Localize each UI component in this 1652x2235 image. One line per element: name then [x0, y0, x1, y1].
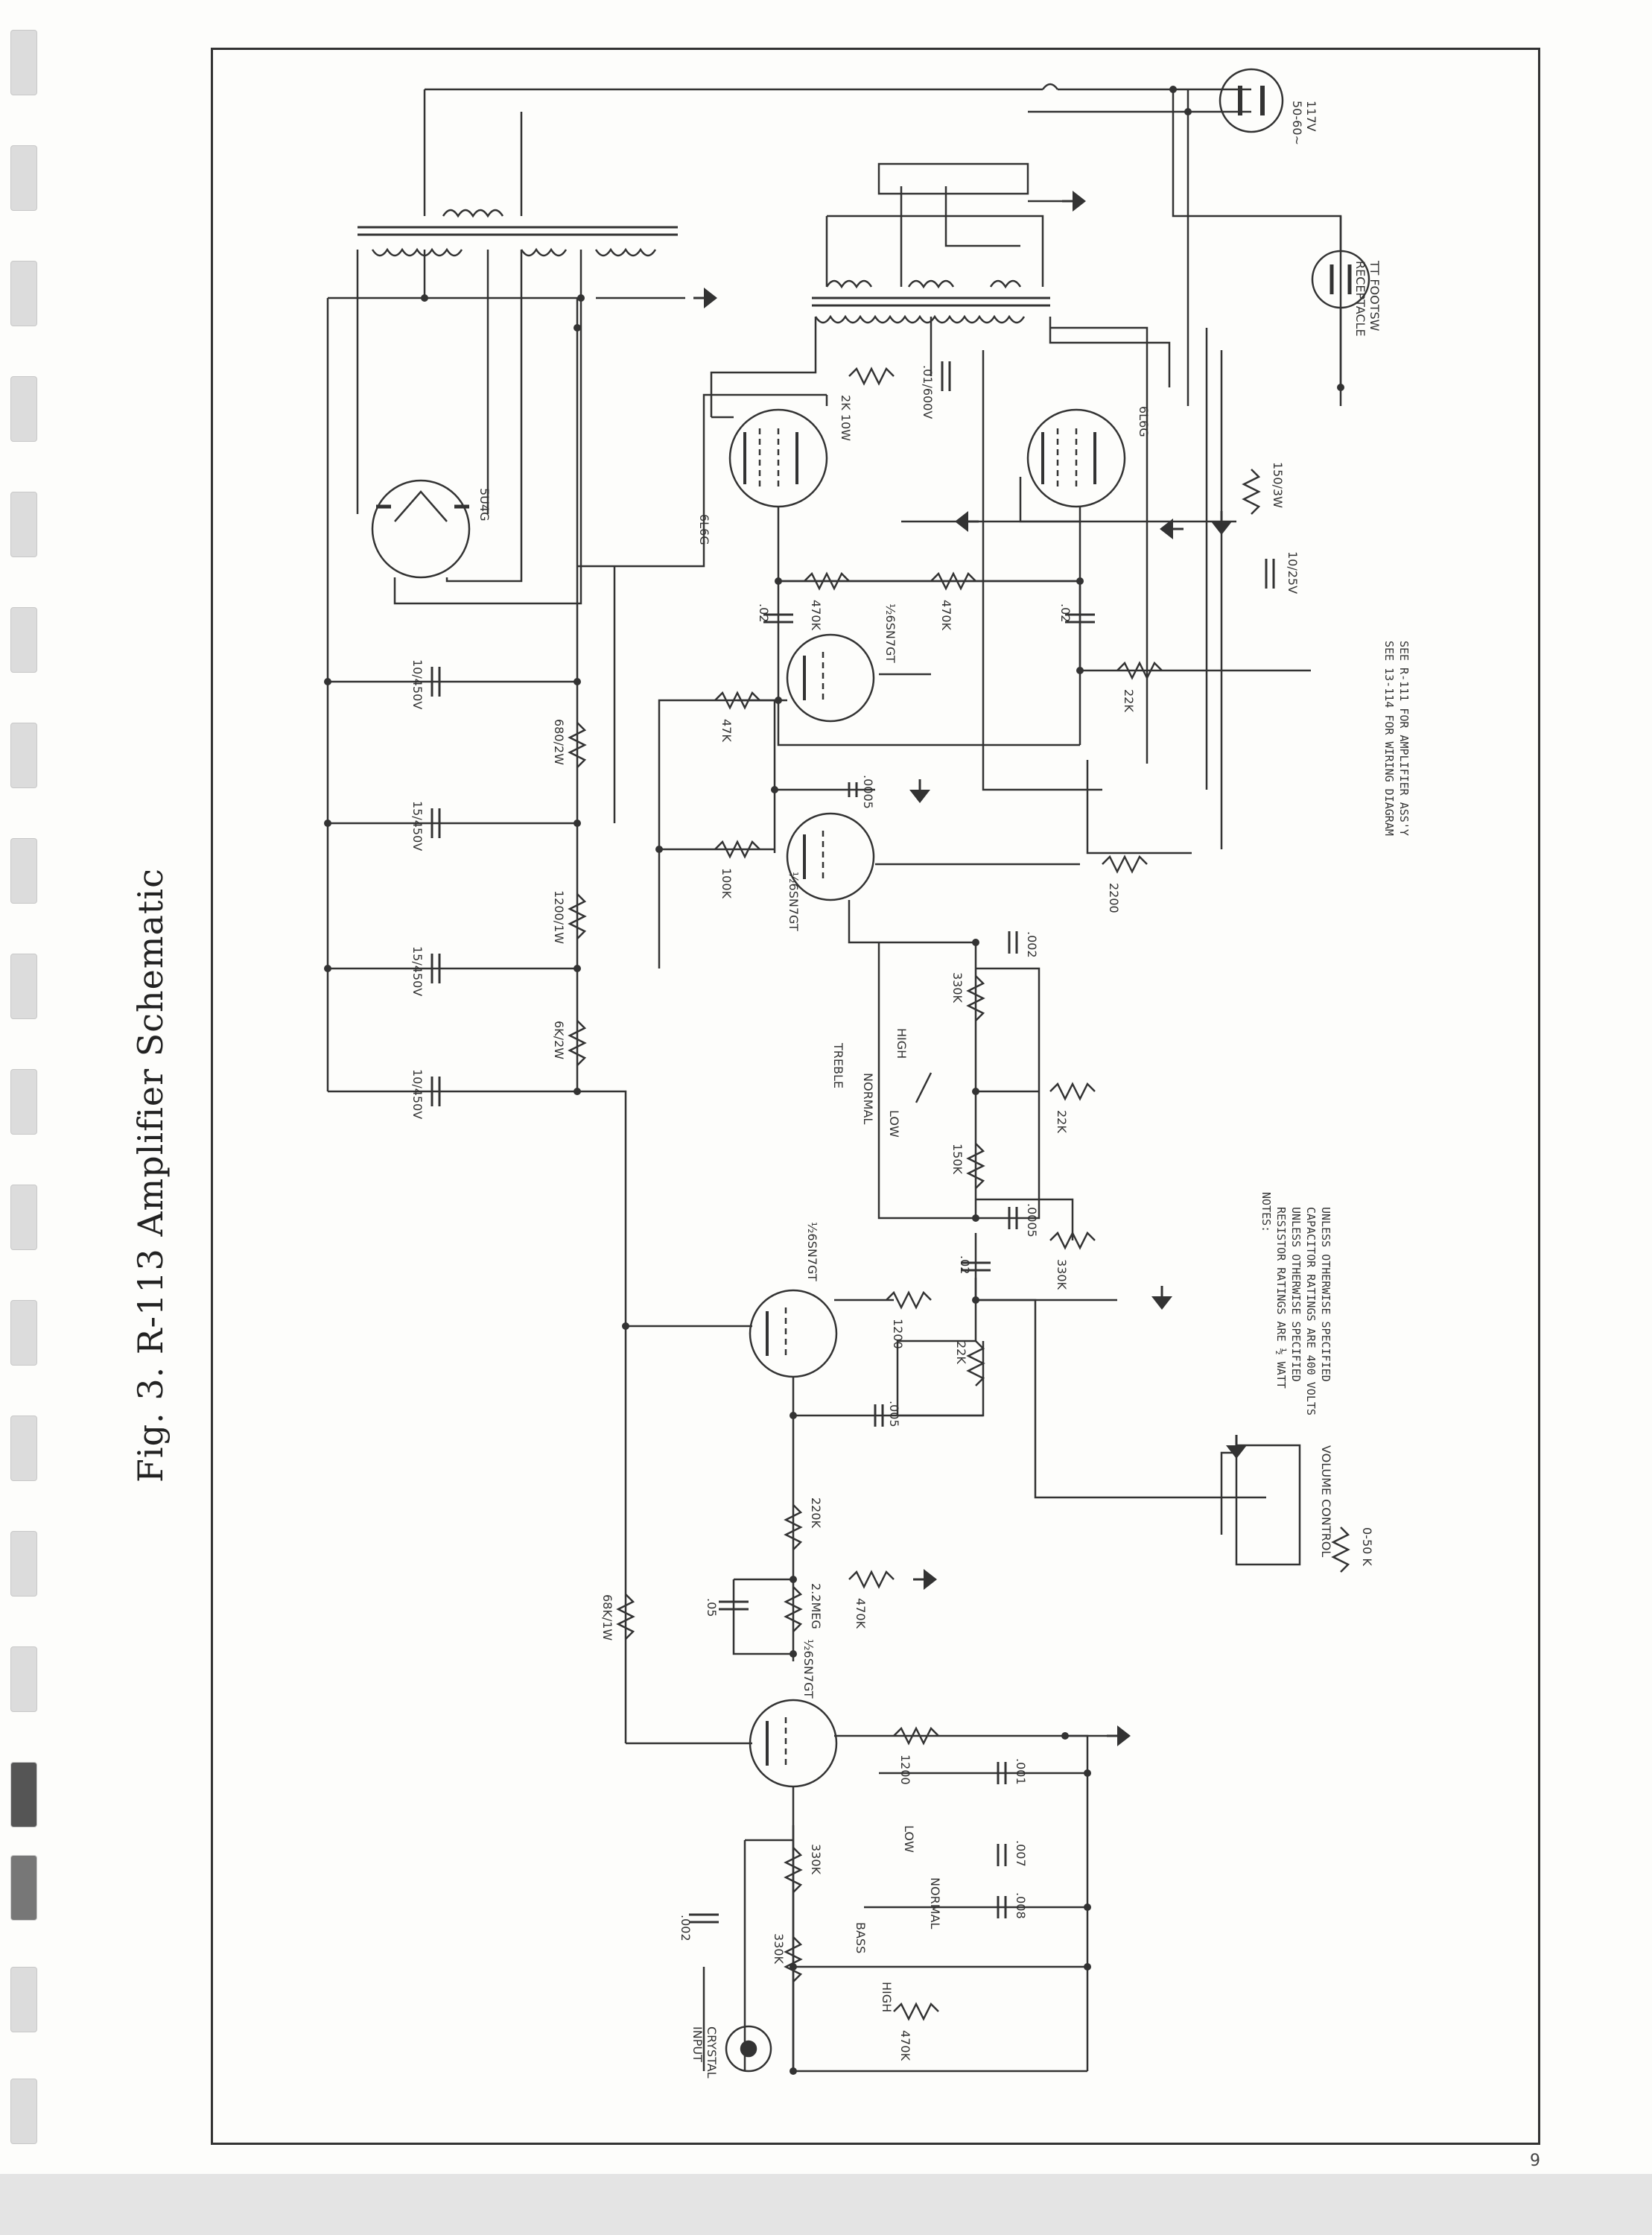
- binder-tab: [10, 838, 37, 904]
- crystal-input-label: CRYSTALINPUT: [690, 2026, 719, 2079]
- capacitor-label: .005: [887, 1401, 901, 1427]
- receptacle-label: TT FOOTSWRECEPTACLE: [1353, 260, 1382, 337]
- binder-tab: [10, 1531, 37, 1597]
- resistor-label: 470K: [809, 600, 823, 631]
- schematic-frame: [211, 48, 1540, 2145]
- binder-tab: [10, 30, 37, 95]
- capacitor-label: .02: [958, 1255, 972, 1274]
- binder-tab: [10, 954, 37, 1019]
- treble-normal-label: NORMAL: [861, 1073, 875, 1124]
- resistor-label: 150/3W: [1271, 462, 1285, 508]
- resistor-label: 47K: [719, 719, 734, 742]
- treble-low-label: LOW: [887, 1110, 901, 1138]
- capacitor-label: 10/450V: [410, 1069, 425, 1119]
- bass-high-label: HIGH: [880, 1982, 894, 2012]
- bass-low-label: LOW: [902, 1825, 916, 1853]
- resistor-label: 6K/2W: [552, 1021, 566, 1059]
- see-note-line: SEE 13-114 FOR WIRING DIAGRAM: [1382, 641, 1396, 836]
- notes-line: UNLESS OTHERWISE SPECIFIED: [1319, 1207, 1332, 1382]
- binder-tab: [10, 1967, 37, 2032]
- binder-tab: [10, 1185, 37, 1250]
- capacitor-label: .007: [1014, 1840, 1028, 1867]
- capacitor-label: .008: [1014, 1892, 1028, 1919]
- notes-line: RESISTOR RATINGS ARE ½ WATT: [1274, 1207, 1288, 1389]
- capacitor-label: .05: [705, 1598, 719, 1617]
- binder-tab: [10, 492, 37, 557]
- resistor-label: 470K: [898, 2030, 912, 2061]
- capacitor-label: 15/450V: [410, 946, 425, 996]
- resistor-label: 680/2W: [552, 719, 566, 765]
- binder-tab: [10, 1762, 37, 1827]
- capacitor-label: .01/600V: [921, 365, 935, 419]
- notes-header: NOTES:: [1259, 1192, 1273, 1232]
- resistor-label: 22K: [1055, 1110, 1069, 1133]
- notes-line: UNLESS OTHERWISE SPECIFIED: [1289, 1207, 1303, 1382]
- volume-control-label: VOLUME CONTROL: [1319, 1445, 1333, 1557]
- binder-tab: [10, 607, 37, 673]
- see-note-line: SEE R-111 FOR AMPLIFIER ASS'Y: [1397, 641, 1411, 836]
- resistor-label: 220K: [809, 1497, 823, 1529]
- resistor-label: 100K: [719, 868, 734, 899]
- capacitor-label: .02: [1058, 603, 1073, 622]
- binder-tab: [10, 145, 37, 211]
- bass-label: BASS: [854, 1922, 868, 1953]
- resistor-label: 2K 10W: [839, 395, 853, 441]
- bass-normal-label: NORMAL: [928, 1877, 942, 1929]
- capacitor-label: .001: [1014, 1758, 1028, 1785]
- resistor-label: 470K: [854, 1598, 868, 1629]
- treble-label: TREBLE: [831, 1042, 845, 1088]
- tube-label: 5U4G: [477, 488, 492, 521]
- page-number: 9: [1530, 2152, 1540, 2170]
- resistor-label: 150K: [950, 1144, 965, 1175]
- capacitor-label: .0005: [1025, 1203, 1039, 1237]
- scan-footer-band: [0, 2174, 1652, 2235]
- capacitor-label: 10/25V: [1286, 551, 1300, 594]
- power-supply-label: 117V50-60~: [1290, 101, 1318, 145]
- capacitor-label: .002: [679, 1915, 693, 1941]
- binder-tab: [10, 723, 37, 788]
- binder-tab: [10, 261, 37, 326]
- resistor-label: 1200: [898, 1754, 912, 1785]
- resistor-label: 330K: [950, 972, 965, 1004]
- binder-tab: [10, 1069, 37, 1135]
- binder-tab: [10, 1416, 37, 1481]
- tube-label: 6L6G: [1137, 406, 1151, 437]
- capacitor-label: 10/450V: [410, 659, 425, 709]
- resistor-label: 68K/1W: [600, 1594, 614, 1640]
- tube-label: ½6SN7GT: [787, 872, 801, 931]
- treble-high-label: HIGH: [895, 1028, 909, 1059]
- resistor-label: 470K: [939, 600, 953, 631]
- resistor-label: 330K: [772, 1933, 786, 1965]
- notes-line: CAPACITOR RATINGS ARE 400 VOLTS: [1304, 1207, 1318, 1416]
- resistor-label: 0-50 K: [1360, 1527, 1374, 1566]
- resistor-label: 330K: [1055, 1259, 1069, 1290]
- binder-tab: [10, 1646, 37, 1712]
- capacitor-label: 15/450V: [410, 801, 425, 851]
- resistor-label: 22K: [1122, 689, 1136, 712]
- binder-strip: [10, 0, 40, 2160]
- binder-tab: [10, 376, 37, 442]
- tube-label: 6L6G: [697, 514, 711, 545]
- resistor-label: 2.2MEG: [809, 1583, 823, 1629]
- resistor-label: 1200: [891, 1319, 905, 1349]
- resistor-label: 22K: [954, 1341, 968, 1364]
- resistor-label: 1200/1W: [552, 890, 566, 944]
- binder-tab: [10, 2079, 37, 2144]
- tube-label: ½6SN7GT: [805, 1222, 819, 1281]
- resistor-label: 2200: [1107, 883, 1121, 913]
- binder-tab: [10, 1855, 37, 1921]
- tube-label: ½6SN7GT: [883, 603, 898, 663]
- binder-tab: [10, 1300, 37, 1366]
- resistor-label: 330K: [809, 1844, 823, 1875]
- capacitor-label: .002: [1025, 931, 1039, 958]
- capacitor-label: .0005: [861, 775, 875, 809]
- tube-label: ½6SN7GT: [801, 1639, 816, 1699]
- capacitor-label: .02: [757, 603, 771, 622]
